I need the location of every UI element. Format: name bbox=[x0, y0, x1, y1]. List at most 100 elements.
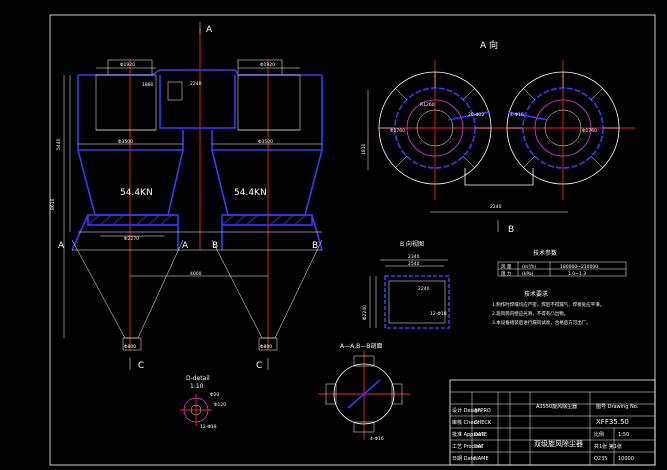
b-view: B 向视图 2340 2540 2240 12-Φ18 Φ2240 bbox=[362, 240, 450, 329]
b-view-title: B 向视图 bbox=[400, 240, 424, 248]
dim-24: Φ20 bbox=[210, 392, 219, 398]
tb-company: 图号 Drawing No. bbox=[596, 404, 639, 410]
tb-material: Q235 bbox=[594, 456, 607, 462]
dim-7: Φ2270 bbox=[124, 236, 139, 242]
detail-scale: 1:10 bbox=[190, 383, 204, 390]
support-right bbox=[221, 214, 313, 226]
leg-1 bbox=[71, 214, 89, 251]
title-block: A3550旋风除尘器 图号 Drawing No. XFF35.50 双级旋风除… bbox=[449, 379, 656, 466]
tech-requirements: 技术要求 1.制作时焊缝均应严密，焊后不得漏气，焊接处应平滑。 2.旋风筒内壁应… bbox=[492, 290, 604, 326]
inlet-duct-top bbox=[464, 168, 534, 186]
ash-outlet-right bbox=[258, 337, 278, 351]
dim-26: 12-Φ18 bbox=[430, 311, 447, 317]
spec-r1c1: 风 量 bbox=[501, 263, 512, 270]
section-c-1: C bbox=[138, 361, 144, 371]
tb-name-4: DAT bbox=[474, 444, 485, 450]
dim-21b: 4-Φ16 bbox=[370, 436, 384, 442]
hopper-left bbox=[71, 239, 184, 339]
dim-21: 4-Φ16 bbox=[510, 112, 524, 118]
hopper-right bbox=[211, 239, 323, 339]
section-b-view: B bbox=[508, 225, 514, 235]
spec-r2c1: 阻 力 bbox=[501, 270, 512, 277]
ash-outlet-left bbox=[122, 337, 142, 351]
top-view: A 向 bbox=[361, 39, 635, 235]
tech-3: 3.本设备组装后进行漏风试验，合格后方可出厂。 bbox=[492, 319, 591, 326]
dim-15: Φ1760 bbox=[582, 128, 597, 134]
section-aa: A—A,B—B剖面 4-Φ16 bbox=[318, 342, 410, 442]
spec-r2c3: 1.0~1.3 bbox=[568, 271, 586, 277]
tech-2: 2.旋风筒内壁应光滑，不得有凸出物。 bbox=[492, 310, 568, 317]
dim-14: Φ1760 bbox=[390, 128, 405, 134]
dim-18: Φ2240 bbox=[362, 305, 368, 320]
spec-table: 技术参数 风 量 (m³/h) 180000~210000 阻 力 (kPa) … bbox=[497, 249, 627, 277]
tech-title: 技术要求 bbox=[524, 290, 548, 298]
tb-row-5: 日期 Date bbox=[452, 456, 476, 462]
section-aa-label: A—A,B—B剖面 bbox=[340, 342, 382, 350]
spec-r1c2: (m³/h) bbox=[522, 264, 536, 270]
tb-name-2: CHECK bbox=[474, 420, 492, 426]
dim-8: 4000 bbox=[190, 271, 202, 277]
section-b-1: B bbox=[212, 241, 218, 251]
front-view: Φ1920 Φ1920 1880 2240 Φ3500 Φ3500 Φ2270 … bbox=[50, 22, 323, 371]
tech-1: 1.制作时焊缝均应严密，焊后不得漏气，焊接处应平滑。 bbox=[492, 301, 604, 308]
tb-title: 双级旋风除尘器 bbox=[534, 439, 583, 448]
inlet-flange bbox=[167, 81, 183, 101]
tb-name-1: APPRO bbox=[474, 408, 491, 414]
dim-17: 2240 bbox=[418, 286, 430, 292]
dim-3: 1880 bbox=[142, 82, 154, 88]
section-a-mid: A bbox=[182, 241, 189, 251]
tb-sheet: 共1张 第1张 bbox=[594, 443, 622, 450]
section-a-top: A bbox=[206, 25, 213, 35]
dim-20: 20-Φ22 bbox=[468, 112, 485, 118]
tb-drawing-no: XFF35.50 bbox=[596, 418, 629, 426]
tb-name-3: DATE bbox=[474, 432, 487, 438]
cyclone-right-body bbox=[211, 75, 323, 151]
spec-r1c3: 180000~210000 bbox=[560, 264, 598, 270]
tb-scale: 1:50 bbox=[618, 432, 629, 438]
tb-scale-label: 比例 bbox=[594, 431, 604, 438]
drawing-frame bbox=[49, 14, 656, 466]
dim-6: Φ3500 bbox=[258, 139, 273, 145]
spec-title: 技术参数 bbox=[533, 249, 557, 257]
tb-project: A3550旋风除尘器 bbox=[536, 403, 577, 410]
tb-row-3: 批准 Approve bbox=[452, 431, 484, 438]
section-b-2: B bbox=[312, 241, 318, 251]
dim-25: Φ120 bbox=[214, 402, 226, 408]
dim-12: 8610 bbox=[50, 198, 56, 210]
dim-2: Φ1920 bbox=[260, 62, 275, 68]
dim-5: Φ3500 bbox=[118, 139, 133, 145]
tb-row-1: 设计 Design bbox=[452, 407, 481, 414]
tb-weight: 10000 bbox=[618, 456, 634, 462]
spec-r2c2: (kPa) bbox=[522, 271, 534, 277]
inner-tube-right bbox=[237, 74, 301, 131]
dim-9: Φ800 bbox=[124, 344, 136, 350]
dim-13: 2240 bbox=[490, 204, 502, 210]
dim-10: Φ800 bbox=[260, 344, 272, 350]
leg-4 bbox=[311, 214, 323, 251]
inlet-duct-box bbox=[159, 75, 236, 129]
tb-row-2: 审核 Check bbox=[452, 419, 479, 426]
load-left: 54.4KN bbox=[120, 188, 153, 198]
cyclone-left-body bbox=[77, 75, 184, 151]
load-right: 54.4KN bbox=[234, 188, 267, 198]
cone-right bbox=[211, 149, 323, 216]
dim-11: 5440 bbox=[56, 138, 62, 150]
detail-view: D-detail 1:10 Φ20 Φ120 12-Φ18 bbox=[180, 375, 226, 430]
dim-19: R1260 bbox=[420, 102, 435, 108]
section-a-left: A bbox=[58, 241, 65, 251]
dim-1: Φ1920 bbox=[120, 62, 135, 68]
tb-name-5: NAME bbox=[474, 456, 489, 462]
detail-title: D-detail bbox=[186, 375, 210, 382]
dim-26b: 12-Φ18 bbox=[200, 424, 217, 430]
section-aa-circle bbox=[333, 363, 395, 425]
b-view-rect bbox=[384, 275, 450, 329]
view-a-label: A 向 bbox=[480, 39, 498, 51]
section-c-2: C bbox=[256, 361, 262, 371]
dim-4: 2240 bbox=[190, 81, 202, 87]
dim-22: 2340 bbox=[408, 254, 420, 260]
tb-row-4: 工艺 Process bbox=[452, 444, 483, 450]
dim-16: 1810 bbox=[361, 143, 367, 155]
cone-left bbox=[77, 149, 184, 216]
dim-23: 2540 bbox=[408, 261, 420, 267]
